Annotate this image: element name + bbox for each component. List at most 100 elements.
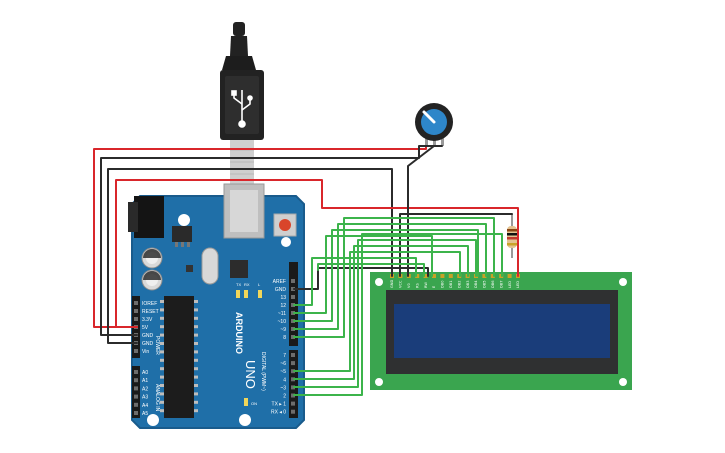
header-pin[interactable] [291, 295, 295, 299]
usb-icon [231, 90, 253, 128]
analog-pin-label: A0 [142, 370, 148, 376]
digital-pin-label: ~3 [280, 385, 286, 391]
wire-green-rw [317, 263, 425, 277]
reset-button[interactable] [273, 213, 297, 237]
arduino-uno-board[interactable]: TX RX L ON ARDUINO UNO POWER ANALOG IN D… [128, 183, 305, 429]
chip-leg [194, 308, 198, 312]
chip-leg [160, 342, 164, 345]
header-pin[interactable] [134, 349, 138, 353]
chip-leg [194, 333, 198, 337]
lcd-pin-label: RS [415, 283, 419, 288]
chip-leg [194, 409, 198, 413]
analog-pin-label: A4 [142, 403, 148, 409]
usb-chip [230, 260, 248, 278]
chip-leg [194, 300, 198, 303]
header-pin[interactable] [134, 301, 138, 305]
wire-green-d4 [293, 245, 469, 380]
potentiometer[interactable] [415, 103, 453, 146]
power-pin-label: 5V [142, 325, 149, 331]
chip-leg [160, 333, 164, 337]
mount-hole [239, 414, 251, 426]
led-label: RX [244, 282, 250, 287]
chip-leg [194, 367, 198, 371]
chip-leg [194, 358, 198, 362]
lcd-pin-label: VCC [399, 280, 403, 288]
resistor [507, 214, 517, 258]
analog-header-title: ANALOG IN [154, 384, 160, 412]
digital-pin-label: ~11 [278, 311, 286, 317]
digital-pin-label: ~6 [280, 361, 286, 367]
atmega-chip [164, 296, 194, 418]
header-pin[interactable] [134, 386, 138, 391]
power-pin-label: RESET [142, 309, 159, 315]
lcd-screen [394, 304, 610, 358]
lcd-pin[interactable] [490, 274, 495, 278]
wire-black-pot-wiper-v0 [407, 145, 435, 277]
mount-hole [178, 214, 190, 226]
analog-header[interactable] [132, 366, 140, 418]
header-pin[interactable] [291, 279, 295, 283]
chip-leg [194, 342, 198, 345]
power-pin-label: 3.3V [142, 317, 153, 323]
chip-leg [194, 325, 198, 329]
digital-header-bottom[interactable] [289, 350, 298, 418]
lcd-pin-label: RW [424, 282, 428, 288]
chip-leg [160, 400, 164, 404]
header-pin[interactable] [134, 317, 138, 321]
header-pin[interactable] [134, 370, 138, 374]
header-pin[interactable] [134, 411, 138, 415]
wire-green-d5 [293, 251, 461, 372]
lcd-pin[interactable] [448, 274, 453, 278]
digital-pin-label: TX ▸ 1 [272, 402, 287, 408]
power-pin-label: IOREF [142, 301, 157, 307]
dc-jack [134, 196, 164, 238]
digital-pin-label: GND [275, 287, 287, 293]
pin-labels: IOREFRESET3.3V5VGNDGNDVinA0A1A2A3A4A5ARE… [142, 279, 286, 417]
chip-leg [160, 384, 164, 387]
mount-hole [619, 278, 627, 286]
header-pin[interactable] [134, 394, 138, 399]
header-pin[interactable] [291, 353, 295, 357]
header-pin[interactable] [291, 369, 295, 374]
chip-leg [160, 358, 164, 362]
power-pin-label: GND [142, 333, 154, 339]
rx-led [244, 290, 248, 298]
header-pin[interactable] [291, 377, 295, 382]
mount-hole [619, 378, 627, 386]
lcd-pin-label: GND [390, 280, 394, 288]
lcd-pin[interactable] [440, 274, 445, 278]
analog-pin-label: A5 [142, 411, 148, 417]
wire-black-lcd-gnd-resistor [399, 213, 513, 277]
header-pin[interactable] [291, 361, 295, 366]
lcd-pin[interactable] [432, 274, 436, 278]
chip-leg [160, 325, 164, 329]
tx-led [236, 290, 240, 298]
header-pin[interactable] [291, 401, 295, 406]
analog-pin-label: A1 [142, 378, 148, 384]
capacitor [141, 247, 163, 269]
header-pin[interactable] [291, 409, 295, 414]
header-pin[interactable] [291, 393, 295, 398]
lcd-pin[interactable] [482, 274, 487, 278]
lcd-pin-label: DB6 [491, 280, 495, 288]
lcd-pin[interactable] [423, 274, 428, 278]
analog-pin-label: A2 [142, 386, 148, 392]
mount-hole [375, 278, 383, 286]
wire-green-d3 [293, 239, 477, 388]
lcd-pin-label: LED [508, 281, 512, 288]
lcd-pin-label: DB2 [457, 280, 461, 288]
header-pin[interactable] [134, 402, 138, 407]
digital-pin-label: 8 [283, 335, 286, 341]
analog-pin-label: A3 [142, 395, 148, 401]
header-pin[interactable] [134, 378, 138, 383]
lcd-pin-label: DB7 [499, 280, 503, 288]
lcd-pin[interactable] [507, 274, 512, 278]
lcd-pin[interactable] [415, 274, 420, 278]
chip-leg [194, 375, 198, 379]
chip-leg [160, 350, 164, 354]
on-label: ON [251, 401, 257, 406]
header-pin[interactable] [291, 385, 295, 390]
header-pin[interactable] [134, 309, 138, 313]
